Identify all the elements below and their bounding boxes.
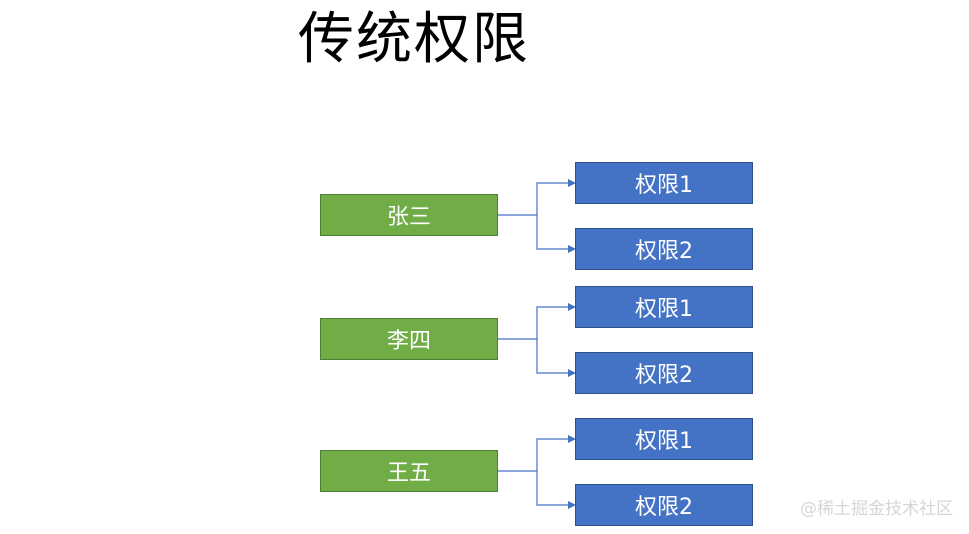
permission-box: 权限1: [575, 286, 753, 328]
permission-box: 权限1: [575, 418, 753, 460]
connector-group-1: [498, 179, 576, 253]
permission-box: 权限2: [575, 228, 753, 270]
user-box-lisi: 李四: [320, 318, 498, 360]
permission-box: 权限1: [575, 162, 753, 204]
connector-group-2: [498, 303, 576, 377]
user-box-zhangsan: 张三: [320, 194, 498, 236]
permission-box: 权限2: [575, 484, 753, 526]
connector-group-3: [498, 435, 576, 509]
slide-title: 传统权限: [298, 7, 530, 72]
watermark: @稀土掘金技术社区: [800, 499, 953, 519]
user-box-wangwu: 王五: [320, 450, 498, 492]
permission-box: 权限2: [575, 352, 753, 394]
